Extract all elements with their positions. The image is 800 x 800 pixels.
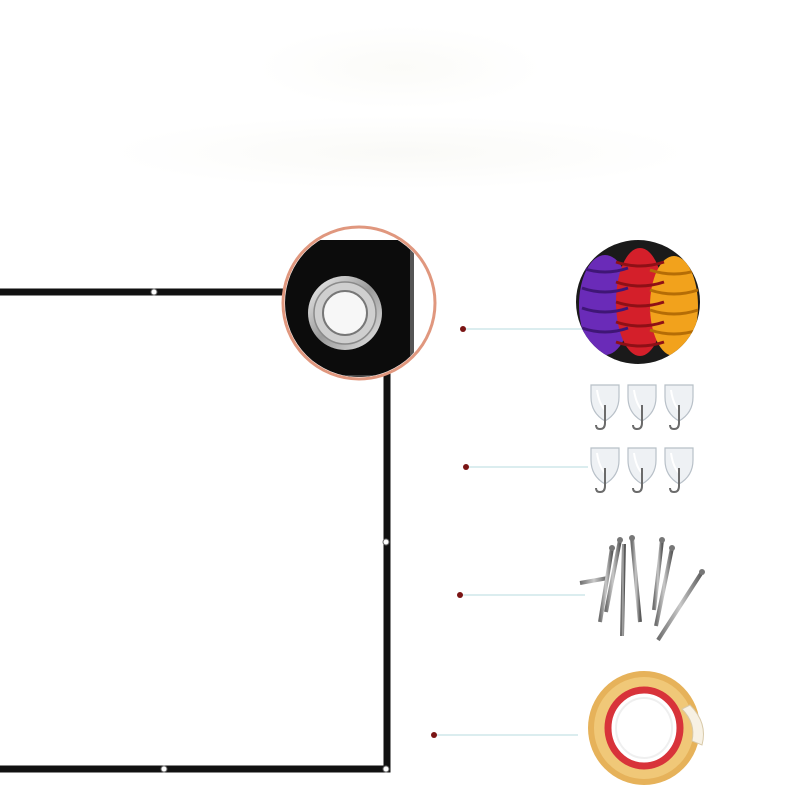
hook-icon <box>627 384 657 431</box>
adhesive-hooks-icon <box>590 384 694 494</box>
rope-bundles-icon <box>576 240 700 364</box>
screen-grommet <box>382 538 390 546</box>
connector-lines <box>431 326 588 738</box>
hook-icon <box>627 447 657 494</box>
projector-screen <box>0 288 391 773</box>
screen-grommet <box>150 288 158 296</box>
screen-grommet <box>382 765 390 773</box>
background-haze <box>255 25 545 110</box>
hook-icon <box>664 447 694 494</box>
metal-grommet-icon <box>308 276 382 350</box>
hook-icon <box>664 384 694 431</box>
steel-nails-icon <box>579 535 705 642</box>
hook-icon <box>590 447 620 494</box>
double-sided-tape-icon <box>588 671 704 785</box>
grommet-zoom-callout <box>281 225 437 381</box>
screen-grommet <box>160 765 168 773</box>
background-haze <box>105 115 695 190</box>
hook-icon <box>590 384 620 431</box>
